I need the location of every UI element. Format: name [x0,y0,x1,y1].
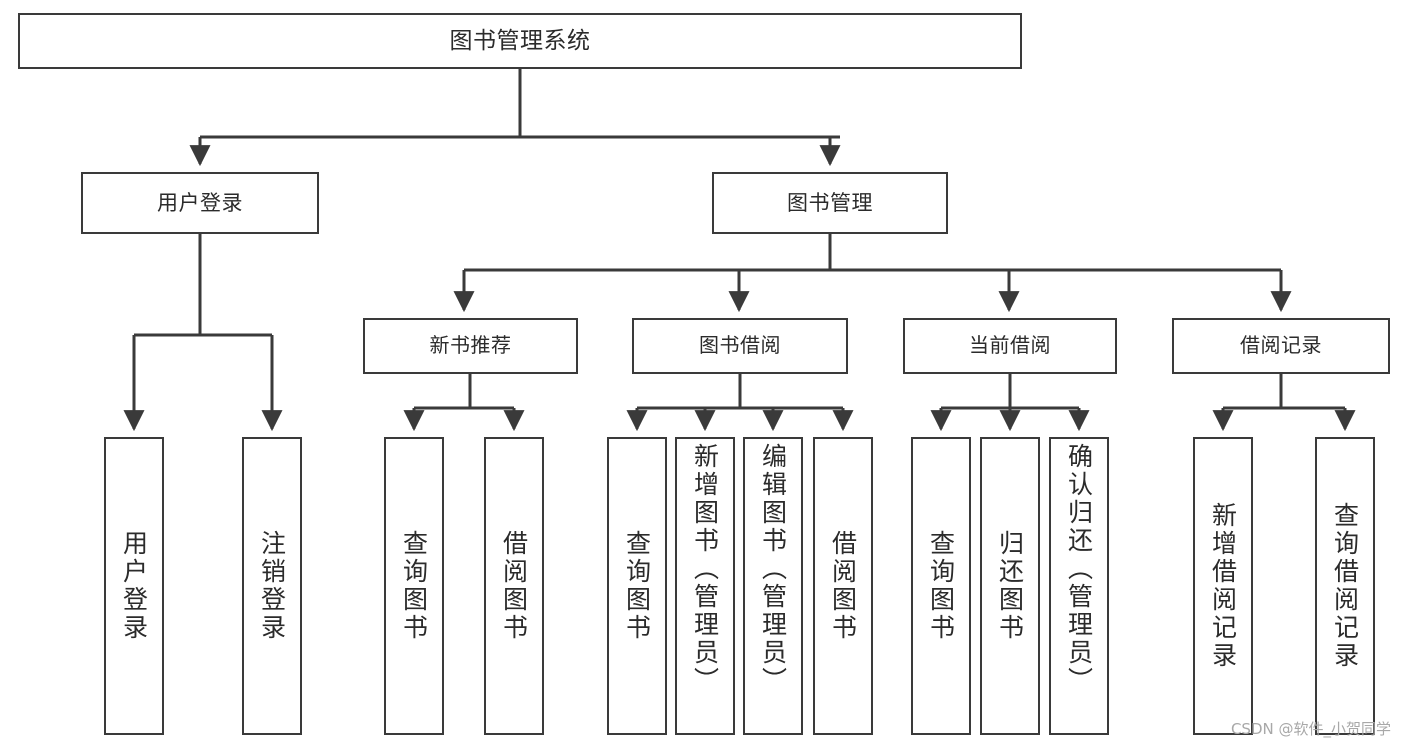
leaf-add-borrow-record[interactable]: 新增借阅记录 [1193,437,1253,735]
node-label: 新书推荐 [429,333,512,358]
leaf-return-book[interactable]: 归还图书 [980,437,1040,735]
node-label: 图书管理 [787,190,873,215]
node-label: 查询图书 [926,530,956,642]
node-borrow-records[interactable]: 借阅记录 [1172,318,1390,374]
leaf-borrow-book-newrec[interactable]: 借阅图书 [484,437,544,735]
node-label: 新增借阅记录 [1208,502,1238,670]
node-label: 新增图书（管理员） [690,443,720,695]
node-label: 图书借阅 [699,333,781,358]
leaf-user-login[interactable]: 用户登录 [104,437,164,735]
leaf-query-book-newrec[interactable]: 查询图书 [384,437,444,735]
node-label: 查询借阅记录 [1330,502,1360,670]
leaf-query-book-borrow[interactable]: 查询图书 [607,437,667,735]
node-new-book-recommend[interactable]: 新书推荐 [363,318,578,374]
leaf-query-book-current[interactable]: 查询图书 [911,437,971,735]
node-label: 当前借阅 [969,333,1051,358]
node-label: 归还图书 [995,530,1025,642]
node-root-system[interactable]: 图书管理系统 [18,13,1022,69]
leaf-query-borrow-record[interactable]: 查询借阅记录 [1315,437,1375,735]
node-label: 查询图书 [399,530,429,642]
leaf-edit-book[interactable]: 编辑图书（管理员） [743,437,803,735]
node-label: 借阅图书 [499,530,529,642]
node-label: 用户登录 [157,190,243,215]
node-book-management[interactable]: 图书管理 [712,172,948,234]
node-label: 确认归还（管理员） [1064,443,1094,695]
leaf-logout[interactable]: 注销登录 [242,437,302,735]
node-book-borrow[interactable]: 图书借阅 [632,318,848,374]
node-label: 图书管理系统 [449,27,591,54]
node-user-login[interactable]: 用户登录 [81,172,319,234]
leaf-borrow-book[interactable]: 借阅图书 [813,437,873,735]
leaf-confirm-return[interactable]: 确认归还（管理员） [1049,437,1109,735]
watermark: CSDN @软件_小贺同学 [1230,720,1391,738]
node-label: 查询图书 [622,530,652,642]
leaf-add-book[interactable]: 新增图书（管理员） [675,437,735,735]
node-label: 借阅图书 [828,530,858,642]
node-current-borrow[interactable]: 当前借阅 [903,318,1117,374]
node-label: 用户登录 [119,530,149,642]
node-label: 注销登录 [257,530,287,642]
node-label: 借阅记录 [1240,333,1322,358]
node-label: 编辑图书（管理员） [758,443,788,695]
